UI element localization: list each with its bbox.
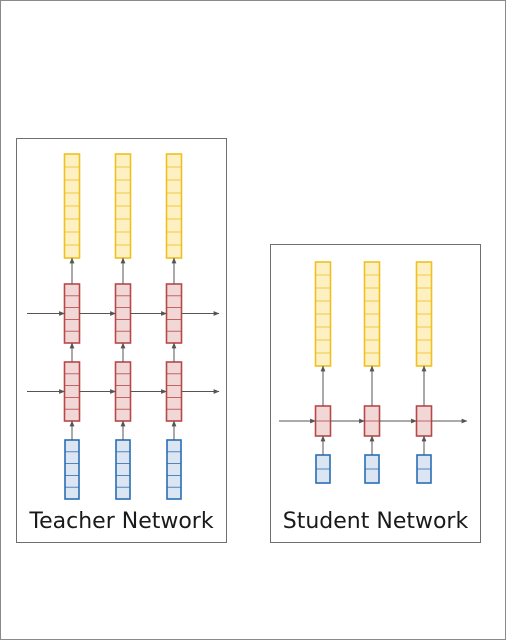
- student-network-panel: Student Network: [270, 244, 481, 543]
- teacher-network-caption: Teacher Network: [29, 509, 214, 534]
- input-vector-1: [64, 439, 80, 500]
- teacher-network-diagram: [27, 153, 220, 500]
- student-network-caption: Student Network: [282, 509, 469, 534]
- hidden-state-layer1-step2: [114, 283, 132, 344]
- hidden-state-layer2-step1: [63, 361, 81, 422]
- input-vector-3: [166, 439, 182, 500]
- hidden-state-layer2-step2: [114, 361, 132, 422]
- hidden-state-layer1-step1: [63, 283, 81, 344]
- student-network-diagram: [279, 261, 468, 484]
- teacher-network-panel: Teacher Network: [16, 138, 227, 543]
- hidden-state-layer2-step3: [165, 361, 183, 422]
- hidden-state-layer1-step3: [165, 283, 183, 344]
- input-vector-2: [115, 439, 131, 500]
